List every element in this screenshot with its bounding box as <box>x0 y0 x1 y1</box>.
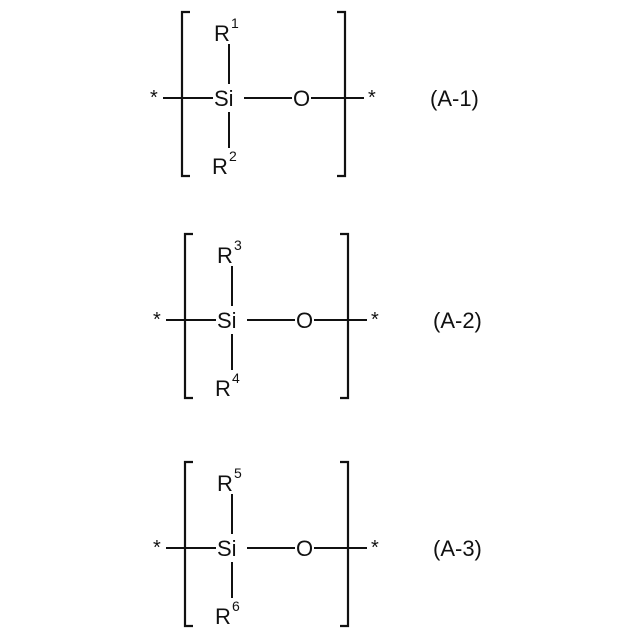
left-end-star: * <box>153 537 161 559</box>
left-end-star: * <box>150 87 158 109</box>
structure-label: (A-1) <box>430 86 479 111</box>
r-bottom-symbol: R <box>215 376 231 401</box>
si-atom: Si <box>217 308 237 333</box>
right-bracket <box>340 234 348 398</box>
r-top-symbol: R <box>217 243 233 268</box>
r-top-symbol: R <box>214 21 230 46</box>
si-atom: Si <box>214 86 234 111</box>
structure-a1: * * Si O R 1 R 2 (A-1) <box>150 12 479 179</box>
left-bracket <box>185 462 193 626</box>
structure-a2: * * Si O R 3 R 4 (A-2) <box>153 234 482 401</box>
o-atom: O <box>296 536 313 561</box>
right-bracket <box>340 462 348 626</box>
right-bracket <box>337 12 345 176</box>
structure-a3: * * Si O R 5 R 6 (A-3) <box>153 462 482 629</box>
o-atom: O <box>293 86 310 111</box>
r-top-superscript: 1 <box>231 15 239 31</box>
r-bottom-superscript: 2 <box>229 148 237 164</box>
r-bottom-symbol: R <box>215 604 231 629</box>
r-bottom-superscript: 6 <box>232 598 240 614</box>
left-bracket <box>182 12 190 176</box>
structure-label: (A-3) <box>433 536 482 561</box>
r-bottom-superscript: 4 <box>232 370 240 386</box>
structure-label: (A-2) <box>433 308 482 333</box>
o-atom: O <box>296 308 313 333</box>
right-end-star: * <box>371 309 379 331</box>
r-bottom-symbol: R <box>212 154 228 179</box>
right-end-star: * <box>368 87 376 109</box>
left-end-star: * <box>153 309 161 331</box>
r-top-superscript: 5 <box>234 465 242 481</box>
r-top-symbol: R <box>217 471 233 496</box>
left-bracket <box>185 234 193 398</box>
si-atom: Si <box>217 536 237 561</box>
right-end-star: * <box>371 537 379 559</box>
r-top-superscript: 3 <box>234 237 242 253</box>
